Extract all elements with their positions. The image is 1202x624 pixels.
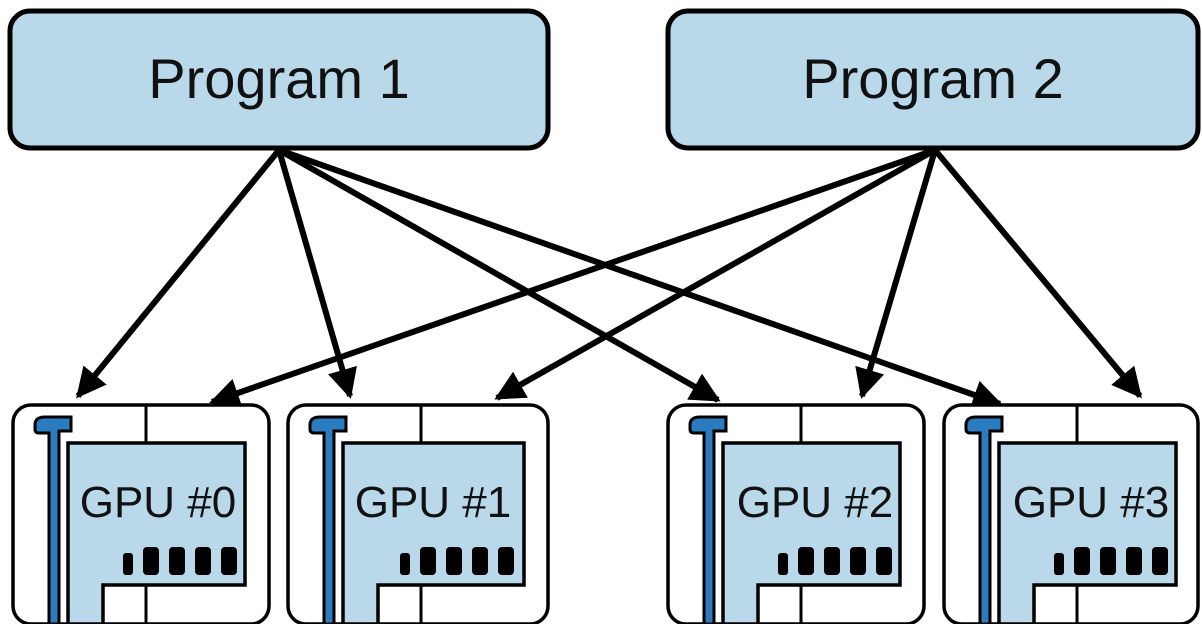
arrow-program-2-to-gpu-0: [209, 147, 936, 408]
gpu-pins-1: [400, 547, 514, 575]
arrow-program-1-to-gpu-3: [278, 147, 1003, 410]
gpu-pins-2: [778, 547, 892, 575]
gpu-label-2: GPU #2: [737, 478, 894, 527]
gpu-label-1: GPU #1: [355, 478, 512, 527]
gpu-label-0: GPU #0: [80, 478, 237, 527]
arrow-program-1-to-gpu-0: [75, 148, 282, 399]
gpu-card-icon: [308, 415, 348, 624]
program-box-2: Program 2: [665, 8, 1201, 151]
program-box-1: Program 1: [7, 8, 551, 151]
program-label-2: Program 2: [802, 47, 1063, 110]
gpu-card-icon: [33, 415, 73, 624]
gpu-card-icon: [688, 415, 728, 624]
arrows: [75, 147, 1143, 410]
arrow-program-1-to-gpu-2: [277, 147, 721, 403]
gpu-card-0: GPU #0: [11, 403, 271, 624]
gpu-pins-3: [1054, 547, 1168, 575]
arrow-program-2-to-gpu-1: [494, 147, 937, 401]
gpu-card-3: GPU #3: [942, 403, 1200, 624]
arrow-program-2-to-gpu-3: [932, 148, 1143, 399]
program-label-1: Program 1: [148, 47, 409, 110]
gpu-label-3: GPU #3: [1013, 478, 1170, 527]
arrow-program-2-to-gpu-2: [855, 149, 938, 399]
gpu-card-1: GPU #1: [286, 403, 550, 624]
gpu-pins-0: [123, 547, 237, 575]
gpu-card-2: GPU #2: [666, 403, 926, 624]
gpu-card-icon: [964, 415, 1004, 624]
